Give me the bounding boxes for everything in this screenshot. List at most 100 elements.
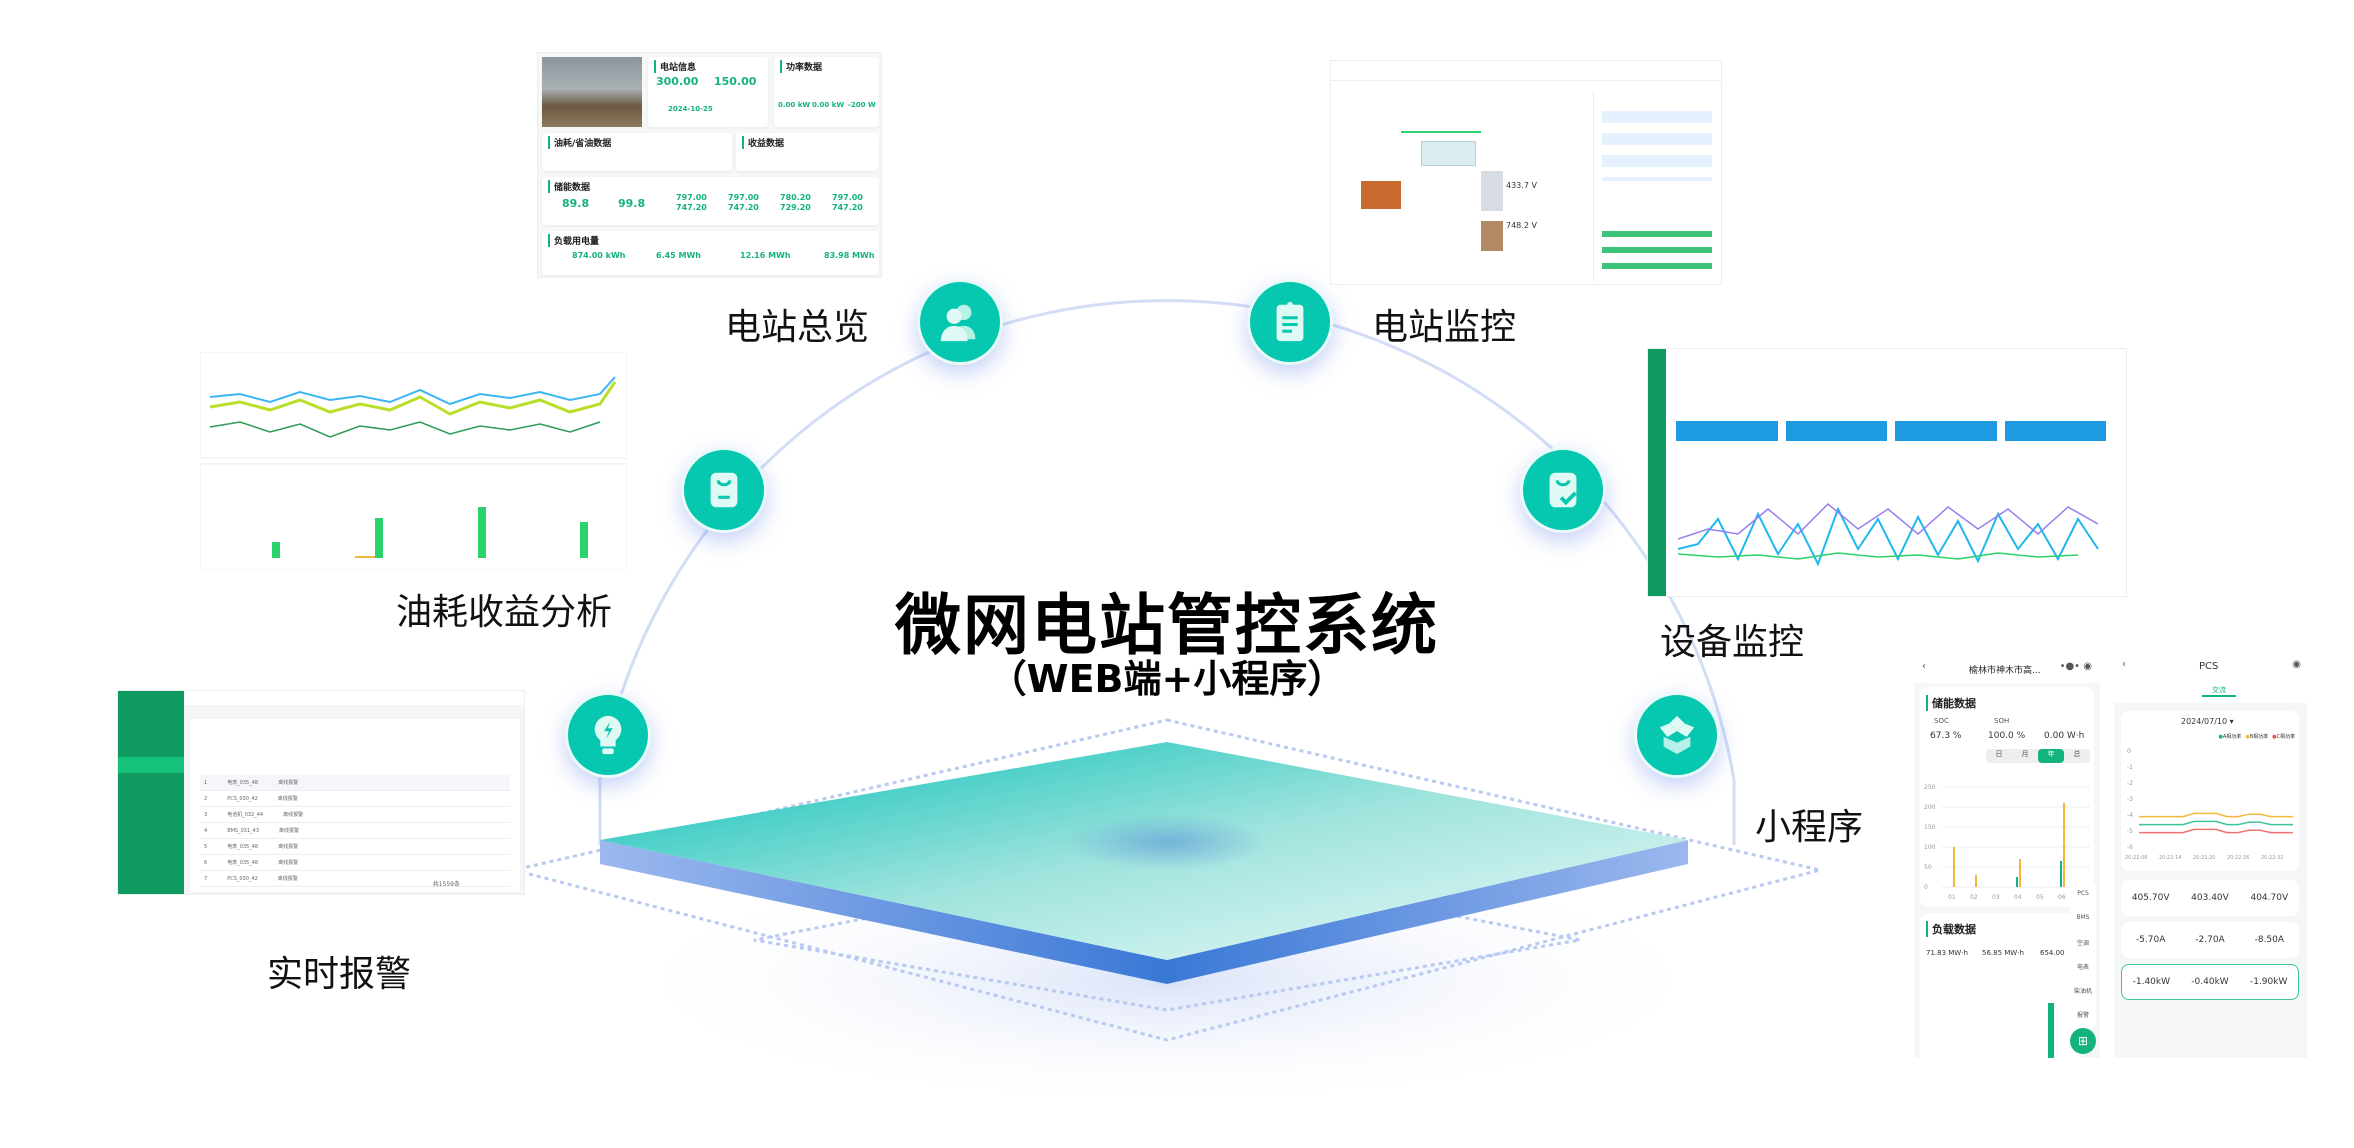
side-menu-item[interactable]: 电表: [2076, 964, 2089, 971]
soc-value: 67.3 %: [1930, 731, 1962, 741]
device-monitor-screenshot: [1647, 348, 2127, 597]
table-cell: BMS_031_43: [227, 827, 260, 834]
x-tick: 05: [2036, 894, 2044, 901]
section-title: 负载用电量: [548, 234, 599, 247]
legend-item: C相功率: [2276, 734, 2296, 740]
storage-value: 797.00: [832, 193, 863, 202]
section-title: 电站信息: [654, 60, 696, 73]
y-tick: -3: [2127, 796, 2133, 803]
node-miniapp[interactable]: [1634, 692, 1720, 778]
box-icon: [1659, 715, 1695, 755]
label-alarm: 实时报警: [267, 954, 412, 995]
x-tick: 20:22:32: [2261, 855, 2283, 861]
table-cell: 离线报警: [278, 780, 299, 786]
x-tick: 20:22:08: [2125, 855, 2147, 861]
node-fuel[interactable]: [681, 447, 767, 533]
soc-label: SOC: [1934, 717, 1949, 725]
menu-fab[interactable]: ⊞: [2070, 1028, 2096, 1054]
table-cell: 4: [204, 827, 208, 834]
storage-value: 747.20: [676, 203, 707, 212]
y-tick: -5: [2127, 828, 2133, 835]
tab-year[interactable]: 年: [2038, 749, 2064, 763]
section-title: 油耗/省油数据: [548, 136, 611, 149]
tab-month[interactable]: 月: [2021, 750, 2029, 758]
platform-side-left: [600, 840, 1167, 984]
side-menu-item[interactable]: 报警: [2076, 1012, 2089, 1019]
table-cell: 电表_035_48: [227, 860, 259, 866]
storage-value: 747.20: [728, 203, 759, 212]
node-monitor[interactable]: [1247, 279, 1333, 365]
lightbulb-bolt-icon: [594, 715, 622, 755]
label-fuel: 油耗收益分析: [396, 592, 613, 633]
bar: [2060, 861, 2062, 887]
fuel-analysis-screenshot: [200, 352, 627, 570]
orbit-arc: [598, 299, 1736, 845]
voltage-value: 403.40V: [2191, 893, 2229, 903]
load-value: 56.85 MW·h: [1982, 949, 2024, 957]
monitor-screenshot: 433.7 V 748.2 V: [1330, 60, 1722, 285]
bar: [1975, 875, 1977, 887]
tab-ac[interactable]: 交流: [2202, 685, 2236, 697]
label-monitor: 电站监控: [1372, 307, 1517, 348]
capsule-menu-icon[interactable]: ◉: [2292, 659, 2301, 670]
side-menu-item[interactable]: 空调: [2076, 940, 2089, 947]
table-cell: 电表_035_48: [227, 780, 259, 786]
tab-total[interactable]: 总: [2073, 750, 2081, 758]
side-menu-item[interactable]: PCS: [2077, 890, 2089, 897]
x-tick: 20:22:14: [2159, 855, 2181, 861]
table-cell: 5: [204, 843, 208, 850]
bag-icon: [710, 472, 738, 508]
table-cell: 3: [204, 811, 208, 818]
node-alarm[interactable]: [565, 692, 651, 778]
y-tick: 0: [2127, 748, 2131, 755]
bar: [2016, 877, 2018, 887]
miniapp-station-screen: ‹ 榆林市神木市高... •●• ◉ 储能数据 SOC 67.3 % SOH 1…: [1914, 655, 2100, 1058]
table-cell: PCS_030_42: [227, 875, 258, 882]
users-icon: [940, 304, 976, 342]
series-line: [2139, 828, 2293, 834]
soc-value: 89.8: [562, 197, 590, 210]
main-title: 微网电站管控系统: [895, 587, 1439, 664]
label-overview: 电站总览: [725, 307, 870, 348]
soh-value: 100.0 %: [1988, 731, 2026, 741]
side-menu-item[interactable]: BMS: [2076, 914, 2090, 921]
node-device[interactable]: [1520, 447, 1606, 533]
x-tick: 01: [1948, 894, 1956, 901]
current-card: -5.70A-2.70A-8.50A: [2121, 922, 2299, 958]
phone-title: PCS: [2199, 661, 2219, 672]
phone-title: 榆林市神木市高...: [1969, 666, 2041, 676]
node-overview[interactable]: [917, 279, 1003, 365]
series-line: [2139, 812, 2293, 818]
bar: [2019, 859, 2021, 887]
power-value: -0.40kW: [2191, 977, 2229, 987]
x-tick: 06: [2058, 894, 2066, 901]
y-tick: -6: [2127, 844, 2133, 851]
side-menu-item[interactable]: 柴油机: [2073, 988, 2092, 995]
table-cell: 电池机_032_44: [227, 812, 264, 818]
y-tick: 150: [1924, 824, 1936, 831]
back-icon[interactable]: ‹: [1922, 661, 1926, 672]
capsule-menu-icon[interactable]: •●• ◉: [2059, 661, 2092, 672]
date-picker[interactable]: 2024/07/10 ▾: [2181, 717, 2234, 726]
charge-value: 0.00 W·h: [2044, 731, 2085, 741]
legend-item: B相功率: [2249, 734, 2269, 740]
table-cell: 离线报警: [278, 860, 299, 866]
power-value: 0.00 kW: [812, 101, 845, 109]
capacity: 150.00: [714, 75, 757, 88]
legend-item: A相功率: [2222, 734, 2242, 740]
power-card: -1.40kW-0.40kW-1.90kW: [2121, 964, 2299, 1000]
back-icon[interactable]: ‹: [2122, 659, 2126, 670]
y-tick: -2: [2127, 780, 2133, 787]
y-tick: 250: [1924, 784, 1936, 791]
site-photo: [542, 57, 642, 127]
current-value: -8.50A: [2254, 935, 2285, 945]
tab-day[interactable]: 日: [1995, 750, 2003, 758]
